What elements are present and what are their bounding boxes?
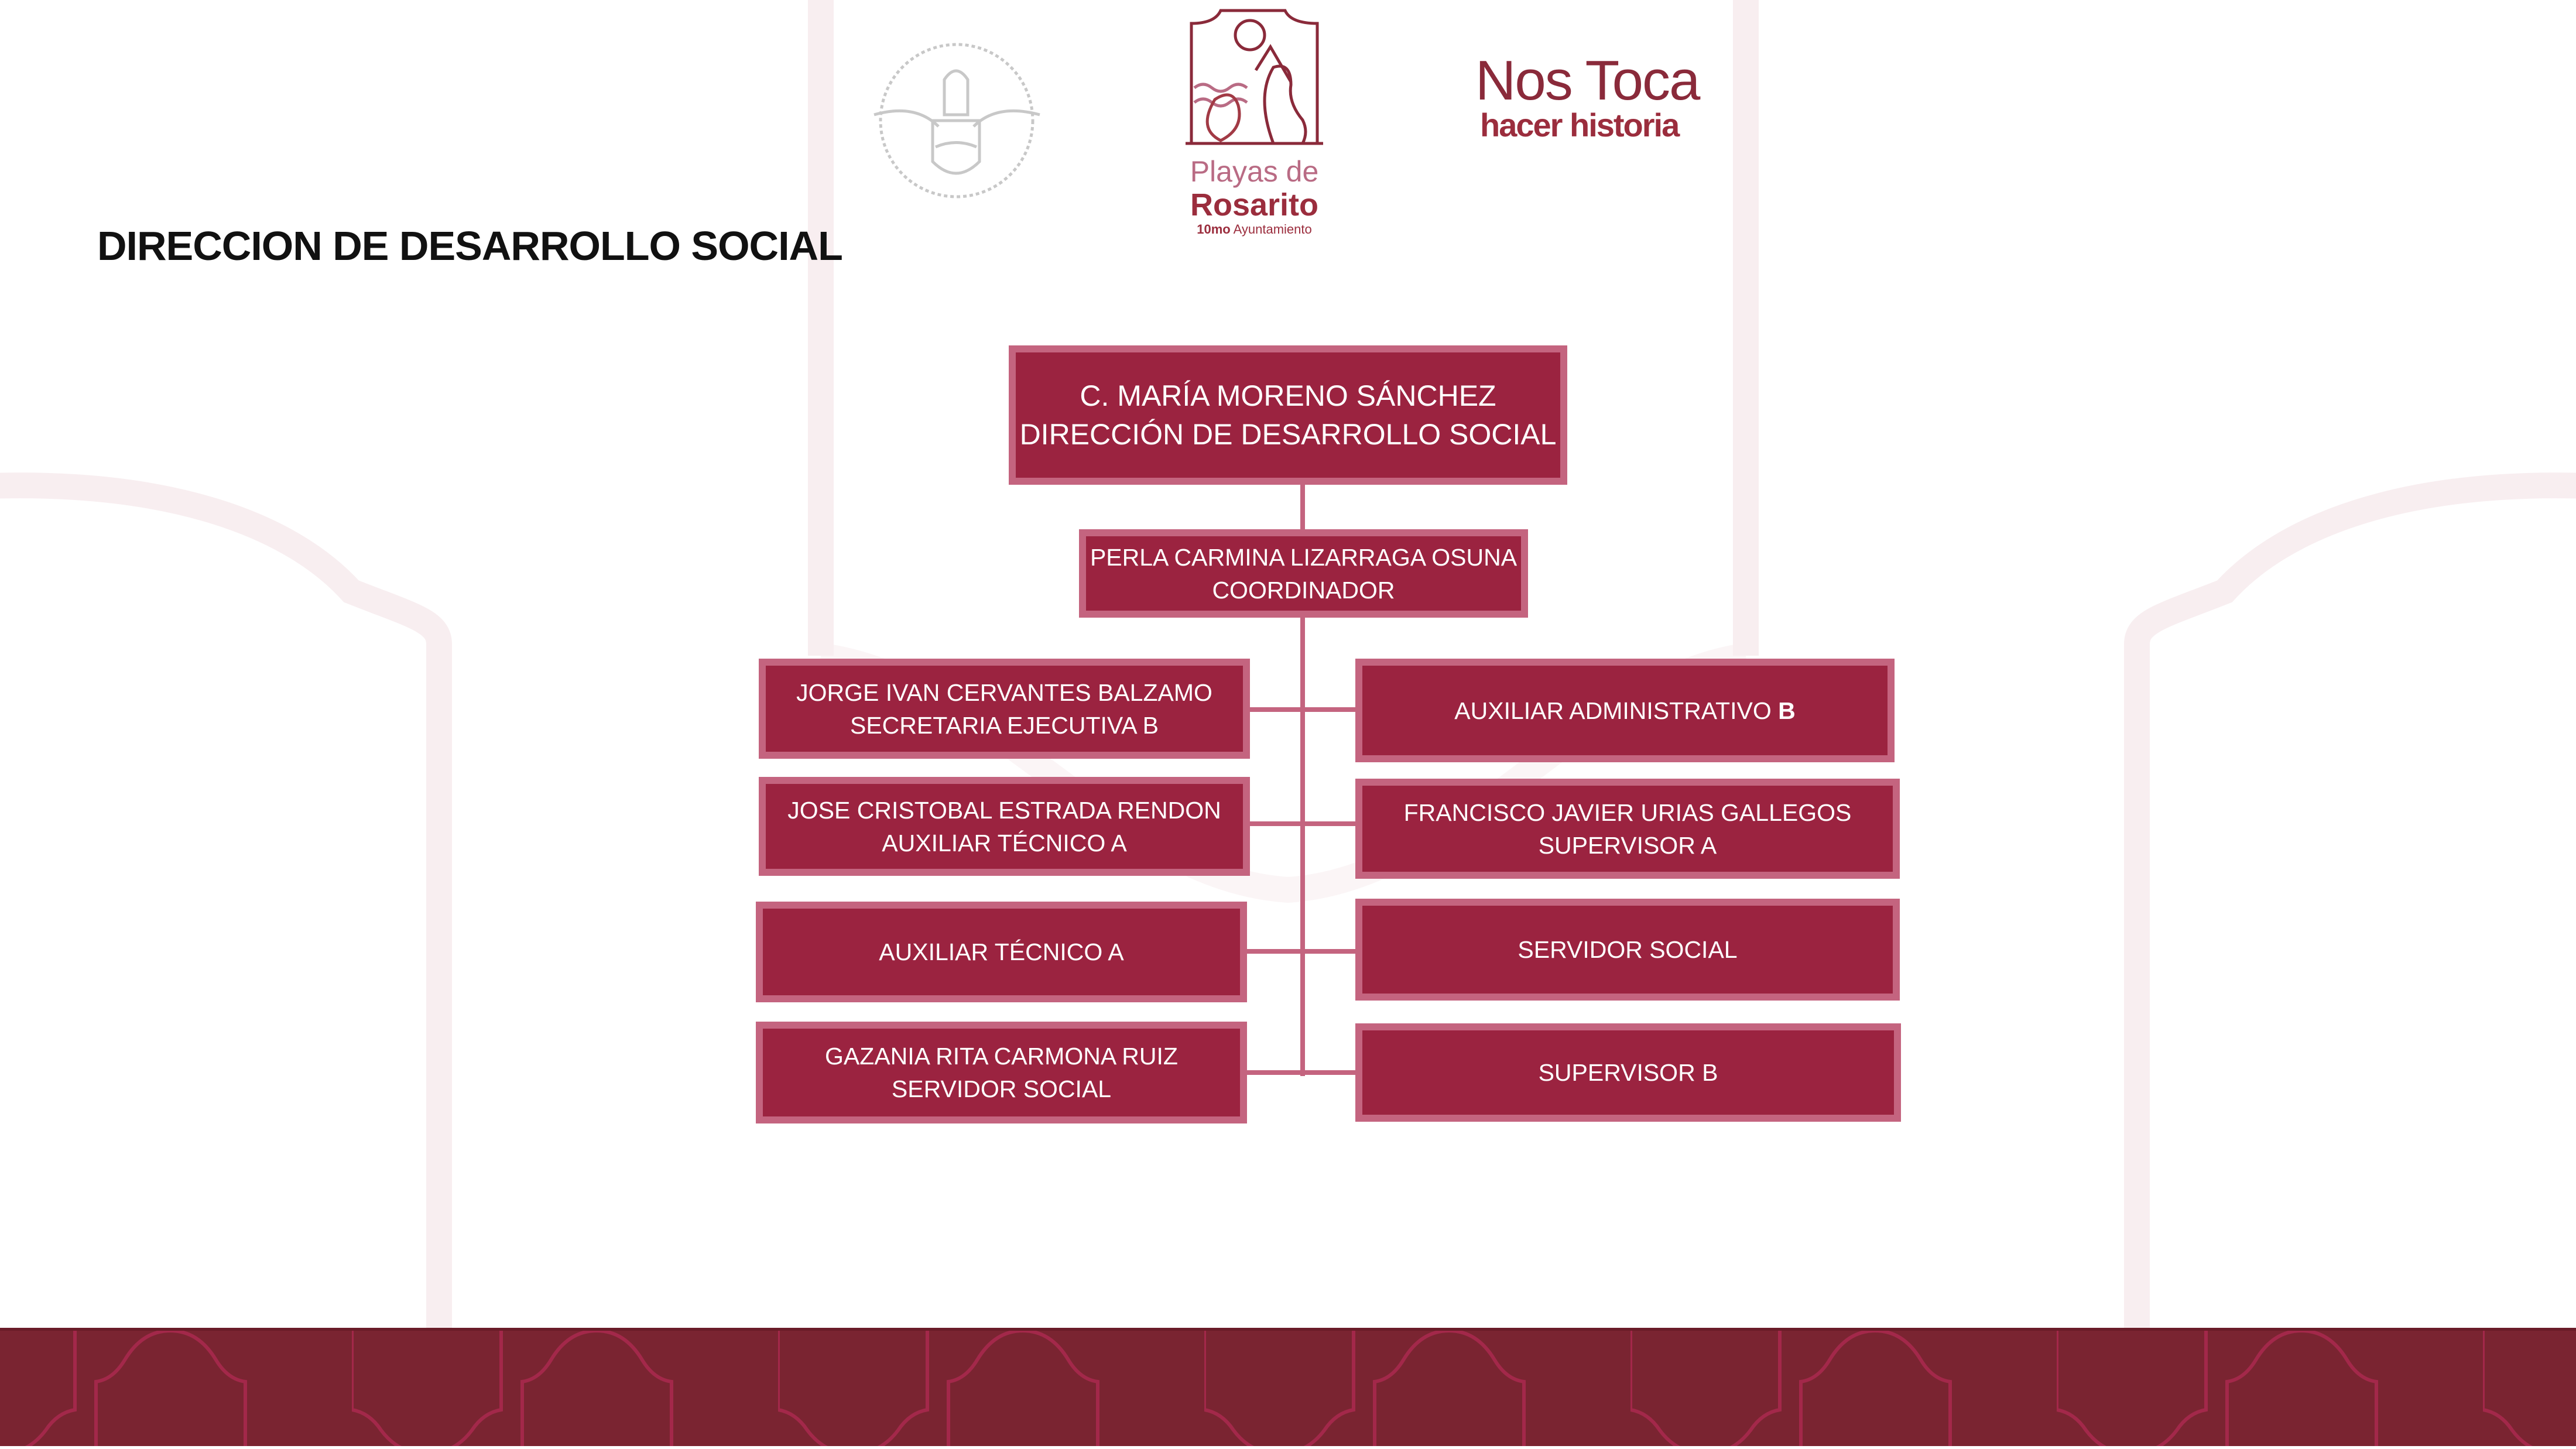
org-box-left-4: GAZANIA RITA CARMONA RUIZ SERVIDOR SOCIA… (756, 1022, 1247, 1123)
org-box-left-1: JORGE IVAN CERVANTES BALZAMO SECRETARIA … (759, 659, 1250, 759)
staff-role: SUPERVISOR B (1538, 1059, 1718, 1086)
org-box-left-2: JOSE CRISTOBAL ESTRADA RENDON AUXILIAR T… (759, 777, 1250, 876)
staff-name: GAZANIA RITA CARMONA RUIZ (825, 1043, 1178, 1070)
connector-row-1 (1250, 707, 1355, 712)
org-box-right-2: FRANCISCO JAVIER URIAS GALLEGOS SUPERVIS… (1355, 779, 1900, 879)
director-name: C. MARÍA MORENO SÁNCHEZ (1080, 379, 1496, 412)
slogan-line2: hacer historia (1480, 107, 1680, 143)
staff-role: AUXILIAR ADMINISTRATIVO (1454, 697, 1779, 724)
org-box-director: C. MARÍA MORENO SÁNCHEZ DIRECCIÓN DE DES… (1009, 345, 1567, 485)
connector-trunk (1300, 485, 1305, 1076)
coordinator-role: COORDINADOR (1212, 576, 1395, 604)
footer-band (0, 1328, 2576, 1446)
org-box-right-1: AUXILIAR ADMINISTRATIVO B (1355, 659, 1895, 762)
staff-name: JOSE CRISTOBAL ESTRADA RENDON (787, 796, 1221, 824)
coordinator-name: PERLA CARMINA LIZARRAGA OSUNA (1090, 543, 1517, 571)
staff-name: FRANCISCO JAVIER URIAS GALLEGOS (1403, 799, 1852, 826)
staff-role: SUPERVISOR A (1538, 831, 1717, 859)
page-title: DIRECCION DE DESARROLLO SOCIAL (97, 223, 843, 269)
municipal-logo: Playas de Rosarito 10mo Ayuntamiento (1180, 6, 1329, 246)
seal-logo (862, 33, 1051, 208)
connector-row-3 (1247, 949, 1355, 954)
org-box-left-3: AUXILIAR TÉCNICO A (756, 902, 1247, 1002)
staff-role: AUXILIAR TÉCNICO A (879, 938, 1124, 965)
logo-text-rosarito: Rosarito (1190, 187, 1319, 222)
staff-role: SECRETARIA EJECUTIVA B (849, 711, 1159, 739)
staff-role: SERVIDOR SOCIAL (1517, 936, 1738, 963)
staff-role: SERVIDOR SOCIAL (891, 1075, 1112, 1102)
org-box-coordinator: PERLA CARMINA LIZARRAGA OSUNA COORDINADO… (1079, 529, 1528, 618)
logo-text-playas: Playas de (1190, 155, 1319, 188)
staff-role-grade: B (1778, 697, 1796, 724)
org-box-right-4: SUPERVISOR B (1355, 1023, 1901, 1122)
logo-text-10mo: 10mo (1197, 222, 1231, 237)
org-box-right-3: SERVIDOR SOCIAL (1355, 899, 1900, 1001)
staff-role: AUXILIAR TÉCNICO A (882, 829, 1127, 857)
eagle-seal-icon (873, 43, 1040, 198)
connector-row-2 (1250, 821, 1355, 826)
rosarito-emblem-icon (1186, 9, 1323, 145)
connector-row-4 (1247, 1070, 1355, 1075)
logo-text-ayuntamiento: Ayuntamiento (1233, 222, 1312, 237)
staff-name: JORGE IVAN CERVANTES BALZAMO (796, 679, 1212, 706)
slogan-logo: Nos Toca hacer historia (1475, 53, 1721, 142)
footer-pattern (0, 1328, 2576, 1446)
slogan-line1: Nos Toca (1475, 49, 1700, 112)
director-role: DIRECCIÓN DE DESARROLLO SOCIAL (1019, 418, 1557, 451)
